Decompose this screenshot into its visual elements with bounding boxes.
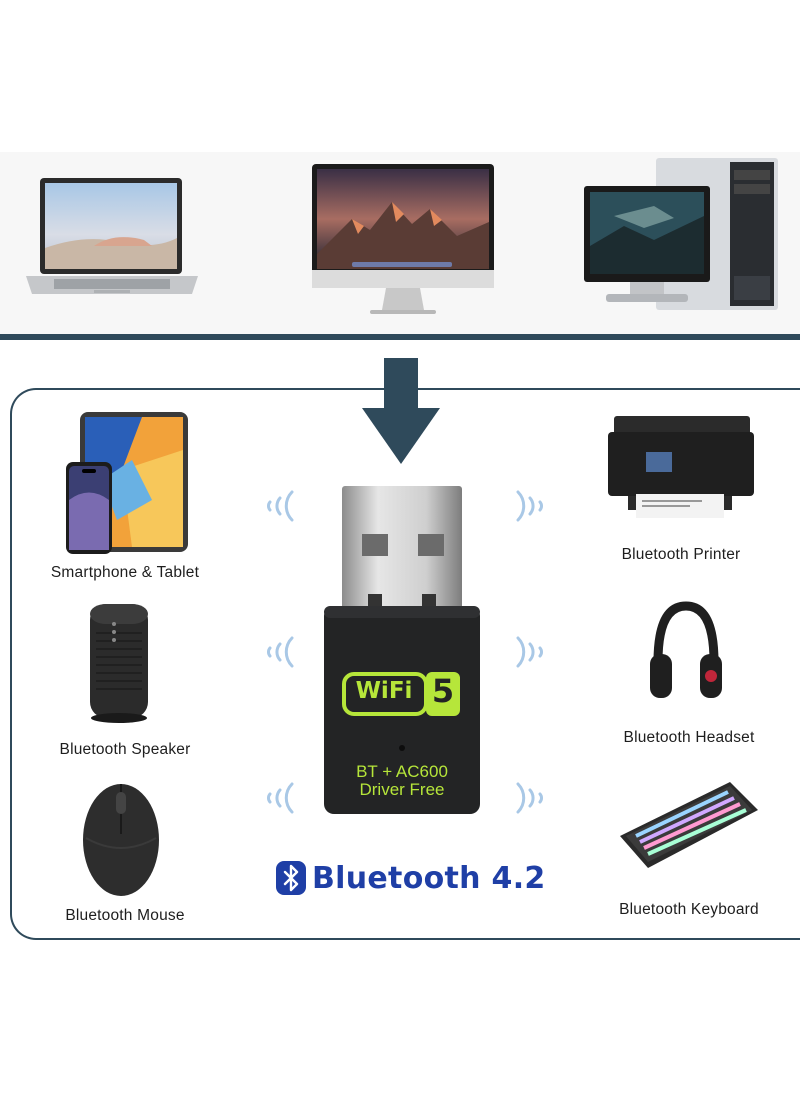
speaker-label: Bluetooth Speaker bbox=[59, 741, 191, 758]
laptop-image bbox=[26, 178, 198, 294]
printer-image bbox=[608, 416, 754, 518]
dongle-line2: Driver Free bbox=[359, 780, 445, 799]
smartphone-tablet-label: Smartphone & Tablet bbox=[50, 564, 200, 581]
wifi-wave-icon bbox=[516, 782, 543, 814]
mouse-label: Bluetooth Mouse bbox=[65, 907, 185, 924]
smartphone-tablet-image bbox=[66, 412, 188, 554]
wifi-wave-icon bbox=[516, 490, 543, 522]
speaker-image bbox=[90, 604, 148, 723]
dongle-wifi-text: WiFi bbox=[355, 678, 413, 704]
wifi-wave-icon bbox=[267, 636, 294, 668]
bluetooth-version-title: Bluetooth 4.2 bbox=[276, 858, 546, 898]
keyboard-label: Bluetooth Keyboard bbox=[619, 901, 759, 918]
mouse-image bbox=[83, 784, 159, 896]
section-divider bbox=[0, 334, 800, 340]
keyboard-image bbox=[620, 782, 758, 868]
bluetooth-icon bbox=[276, 861, 306, 895]
dongle-line1: BT + AC600 bbox=[356, 762, 448, 781]
desktop-pc-image bbox=[584, 158, 778, 310]
printer-label: Bluetooth Printer bbox=[621, 546, 741, 563]
dongle-wifi-number: 5 bbox=[431, 672, 455, 710]
wifi-wave-icon bbox=[516, 636, 543, 668]
arrow-down-icon bbox=[362, 358, 440, 464]
monitor-image bbox=[312, 164, 494, 314]
wifi-wave-icon bbox=[267, 782, 294, 814]
headset-label: Bluetooth Headset bbox=[623, 729, 755, 746]
headset-image bbox=[650, 601, 722, 698]
bluetooth-version-text: Bluetooth 4.2 bbox=[312, 860, 546, 896]
usb-dongle-image bbox=[324, 486, 480, 814]
wifi-wave-icon bbox=[267, 490, 294, 522]
